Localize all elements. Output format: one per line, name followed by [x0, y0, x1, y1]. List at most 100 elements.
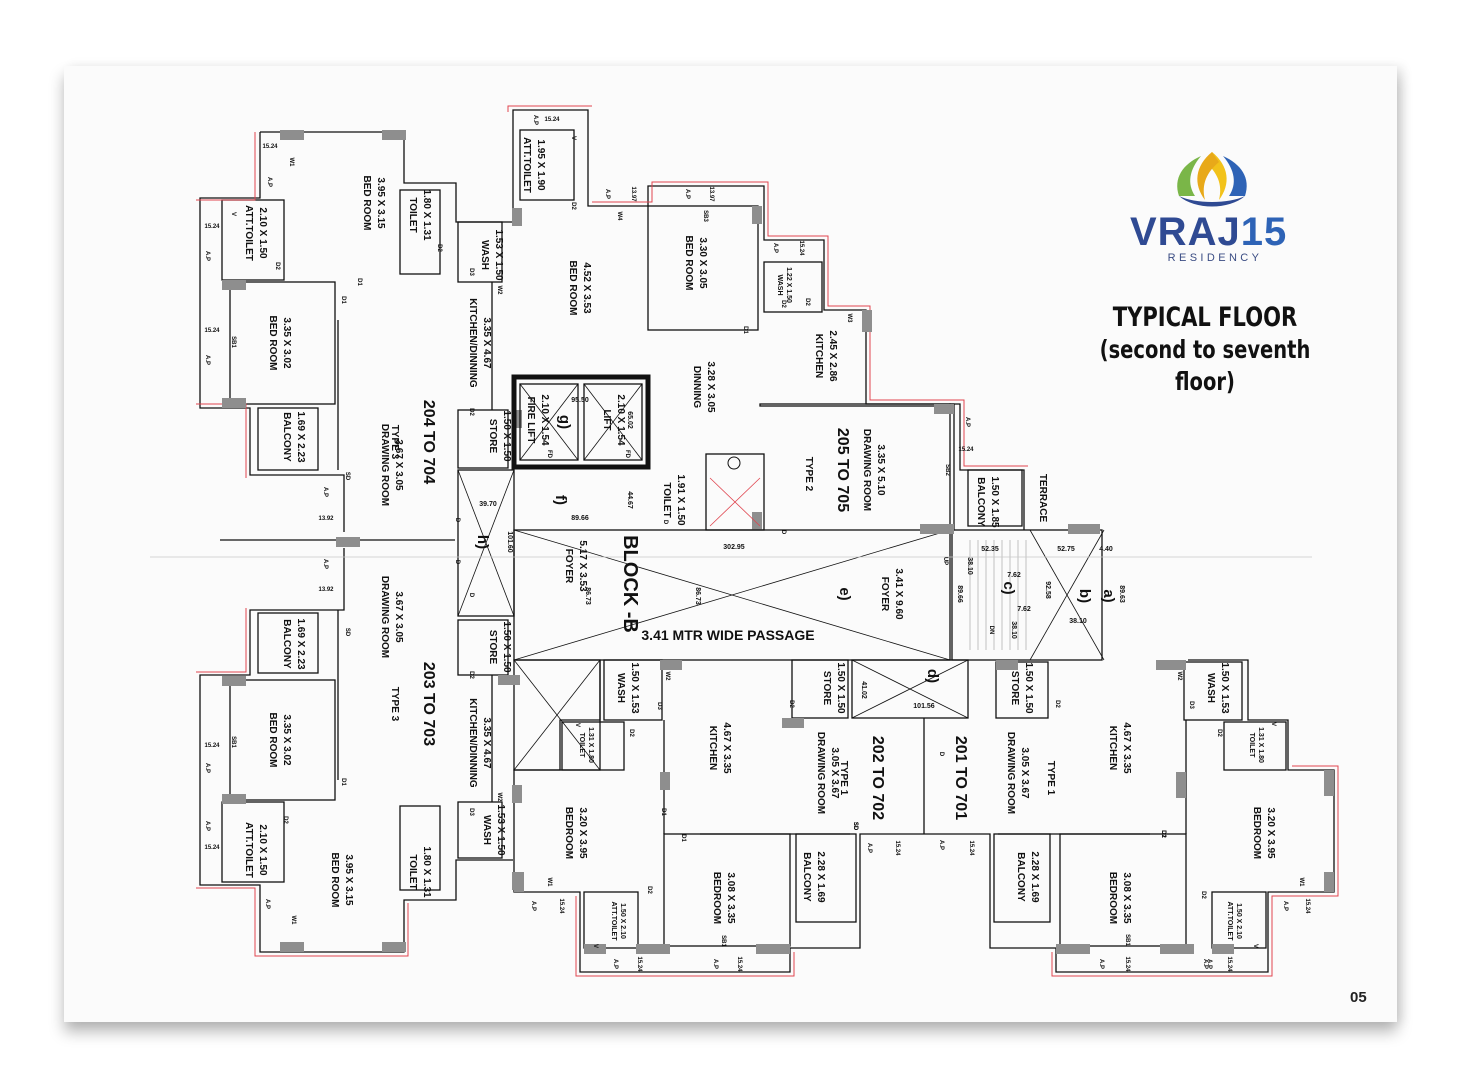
staircase-mark: d)	[924, 669, 941, 683]
stair-cross-b	[1029, 529, 1105, 661]
small-mark: D2	[1216, 729, 1222, 737]
room-size: 1.50 X 1.50	[501, 621, 512, 673]
wall-202-outline	[513, 660, 924, 973]
small-mark: D2	[274, 262, 280, 270]
small-mark: W1	[546, 878, 552, 888]
wall-drawing-205-top	[759, 403, 951, 407]
column-block	[660, 772, 670, 790]
room-toilet-left-lower	[221, 801, 285, 883]
brochure-page	[64, 66, 1397, 1022]
lift-shaft-block	[511, 374, 651, 470]
flat-number: 202 TO 702	[869, 736, 886, 820]
room-name: KITCHEN	[707, 726, 718, 770]
small-mark: A.P	[938, 840, 944, 850]
room-name: TOILET	[578, 733, 585, 758]
lift-shaft	[583, 383, 643, 461]
small-mark: W2	[496, 286, 502, 296]
red-left-mid2	[196, 608, 247, 673]
small-mark: D3	[1188, 701, 1194, 709]
small-mark: V	[592, 944, 598, 948]
brand-name: VRAJ15	[1130, 212, 1295, 252]
column-block	[920, 524, 954, 534]
duct-circle	[727, 456, 741, 470]
room-size: 1.22 X 1.50	[785, 267, 792, 303]
room-balcony-left-upper	[257, 407, 319, 471]
plan-outer-lines	[196, 105, 1339, 977]
logo-mark	[1125, 148, 1295, 225]
small-mark: D2	[436, 244, 442, 252]
red-left-top	[196, 132, 256, 201]
small-mark: A.P	[1202, 959, 1208, 969]
room-name: BED ROOM	[567, 261, 578, 316]
room-bedroom-left-lower	[229, 679, 336, 801]
room-size: 1.31 X 1.80	[587, 727, 594, 763]
room-balcony-left-lower	[257, 612, 319, 674]
small-mark: D2	[780, 300, 786, 308]
room-name: BEDROOM	[711, 872, 722, 924]
room-wash-left-upper	[457, 221, 503, 283]
room-size: 1.91 X 1.50	[675, 474, 686, 526]
column-block	[514, 872, 524, 892]
column-block	[222, 280, 246, 290]
small-mark: 15.24	[894, 840, 900, 856]
foyer-left	[457, 469, 515, 617]
room-name: ATT.TOILET	[243, 822, 254, 878]
room-name: BALCONY	[975, 477, 986, 527]
staircase-mark: h)	[474, 535, 491, 549]
small-mark: A.P	[684, 189, 690, 199]
small-mark: D	[662, 520, 668, 525]
staircase-mark: g)	[556, 415, 573, 429]
flat-number: 201 TO 701	[952, 736, 969, 820]
room-size: 3.05 X 3.67	[1019, 747, 1030, 799]
small-mark: SB1	[230, 336, 236, 348]
small-mark: A.P	[204, 355, 210, 365]
room-name: STORE	[487, 630, 498, 665]
brand-name-number: 15	[1240, 210, 1288, 254]
room-name: WASH	[615, 673, 626, 703]
small-mark: A.P	[204, 763, 210, 773]
staircase-mark: f)	[552, 495, 569, 505]
small-mark: SB2	[944, 464, 950, 476]
dimension-label: 86.73	[584, 587, 591, 605]
heading-title: TYPICAL FLOOR	[1112, 302, 1298, 333]
dimension-label: 101.60	[506, 531, 513, 553]
small-mark: D	[454, 518, 460, 523]
plan-columns	[222, 130, 1334, 954]
dimension-label: 41.02	[860, 681, 867, 699]
duct-cross-b	[709, 477, 761, 527]
small-mark: W2	[1176, 672, 1182, 682]
room-name: TERRACE	[1037, 474, 1048, 523]
small-mark: A.P	[204, 251, 210, 261]
small-mark: SD	[344, 472, 350, 481]
dimension-label: 52.35	[981, 546, 999, 553]
room-size: 1.69 X 2.23	[295, 411, 306, 463]
column-block	[1176, 772, 1186, 798]
room-bedroom-left-upper	[229, 281, 336, 405]
room-name: WASH	[1205, 673, 1216, 703]
column-block	[382, 130, 406, 140]
room-size: 2.10 X 1.50	[257, 207, 268, 259]
small-mark: W2	[664, 672, 670, 682]
small-mark: SD	[852, 822, 858, 831]
column-block	[382, 942, 406, 952]
small-mark: D1	[1160, 830, 1166, 838]
